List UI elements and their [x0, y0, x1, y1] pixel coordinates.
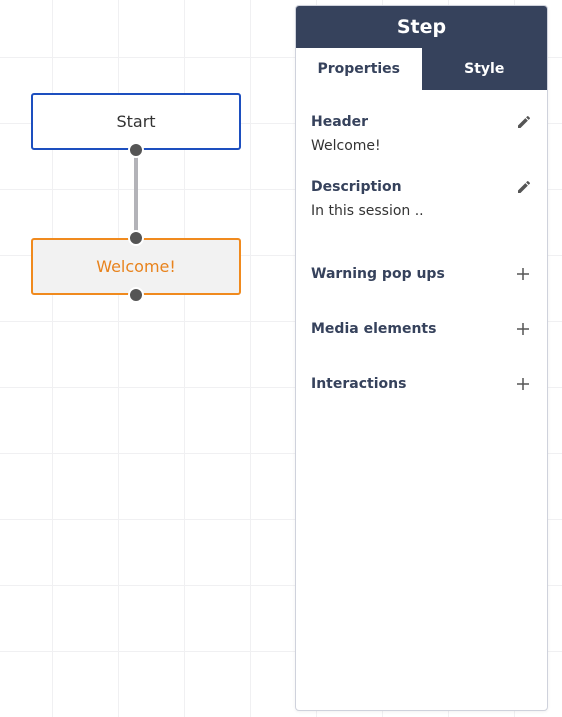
node-connector: [134, 150, 138, 238]
header-field: Header Welcome!: [296, 114, 547, 154]
start-node-label: Start: [116, 112, 156, 131]
welcome-node[interactable]: Welcome!: [31, 238, 241, 295]
edit-description-pencil-icon[interactable]: [516, 179, 532, 195]
welcome-node-label: Welcome!: [96, 257, 176, 276]
media-elements-label: Media elements: [311, 321, 437, 337]
header-field-label: Header: [311, 114, 369, 130]
warning-popups-label: Warning pop ups: [311, 266, 445, 282]
description-field: Description In this session ..: [296, 179, 547, 219]
description-field-value: In this session ..: [311, 203, 424, 219]
interactions-section[interactable]: Interactions: [296, 375, 547, 393]
tab-style[interactable]: Style: [421, 48, 547, 90]
panel-title: Step: [296, 6, 547, 48]
add-warning-popup-plus-icon[interactable]: [514, 265, 532, 283]
add-media-element-plus-icon[interactable]: [514, 320, 532, 338]
description-field-label: Description: [311, 179, 402, 195]
interactions-label: Interactions: [311, 376, 407, 392]
welcome-node-input-port[interactable]: [128, 230, 144, 246]
welcome-node-output-port[interactable]: [128, 287, 144, 303]
start-node-output-port[interactable]: [128, 142, 144, 158]
warning-popups-section[interactable]: Warning pop ups: [296, 265, 547, 283]
header-field-value: Welcome!: [311, 138, 381, 154]
step-properties-panel: Step Properties Style Header Welcome! De…: [295, 5, 548, 711]
edit-header-pencil-icon[interactable]: [516, 114, 532, 130]
media-elements-section[interactable]: Media elements: [296, 320, 547, 338]
tab-properties[interactable]: Properties: [296, 48, 422, 90]
add-interaction-plus-icon[interactable]: [514, 375, 532, 393]
panel-tabs: Properties Style: [296, 48, 547, 90]
